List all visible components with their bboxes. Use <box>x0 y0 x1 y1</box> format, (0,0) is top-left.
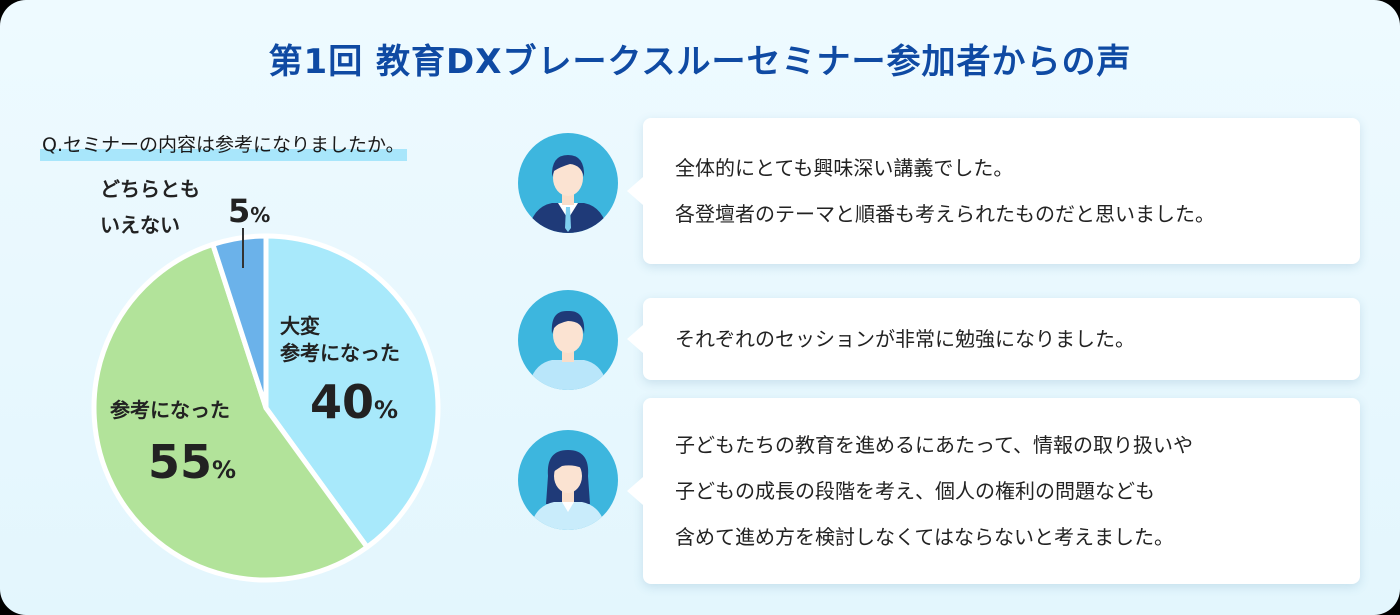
man-casual-icon <box>518 290 618 390</box>
slice-label-very-useful: 参考になった <box>280 341 400 365</box>
slice-label-useful: 参考になった <box>110 398 230 422</box>
slice-label-very-useful: 大変 <box>280 314 320 338</box>
slice-label-neutral: いえない <box>100 213 180 237</box>
slice-value-useful: 55% <box>148 435 236 489</box>
page-title: 第1回 教育DXブレークスルーセミナー参加者からの声 <box>268 42 1132 82</box>
pie-slice-neutral <box>210 233 269 411</box>
testimonial-card-3: 子どもたちの教育を進めるにあたって、情報の取り扱いや 子どもの成長の段階を考え、… <box>627 398 1360 584</box>
pie-slice-useful <box>91 241 370 583</box>
slice-value-very-useful: 40% <box>310 375 398 429</box>
testimonial-text: 子どもたちの教育を進めるにあたって、情報の取り扱いや <box>675 433 1193 457</box>
testimonial-text: それぞれのセッションが非常に勉強になりました。 <box>675 327 1135 351</box>
testimonial-text: 各登壇者のテーマと順番も考えられたものだと思いました。 <box>675 202 1215 226</box>
pie-slice-very-useful <box>263 233 441 550</box>
man-suit-icon <box>518 133 618 233</box>
question-label: Q.セミナーの内容は参考になりましたか。 <box>40 130 407 161</box>
testimonial-card-1: 全体的にとても興味深い講義でした。 各登壇者のテーマと順番も考えられたものだと思… <box>627 118 1360 264</box>
testimonial-text: 全体的にとても興味深い講義でした。 <box>675 156 1014 180</box>
testimonial-text: 子どもの成長の段階を考え、個人の権利の問題なども <box>675 479 1155 503</box>
testimonial-card-2: それぞれのセッションが非常に勉強になりました。 <box>627 298 1360 380</box>
testimonial-text: 含めて進め方を検討しなくてはならないと考えました。 <box>675 525 1174 549</box>
slice-label-neutral: どちらとも <box>100 177 200 201</box>
woman-icon <box>518 430 618 530</box>
slice-value-neutral: 5% <box>228 192 270 230</box>
